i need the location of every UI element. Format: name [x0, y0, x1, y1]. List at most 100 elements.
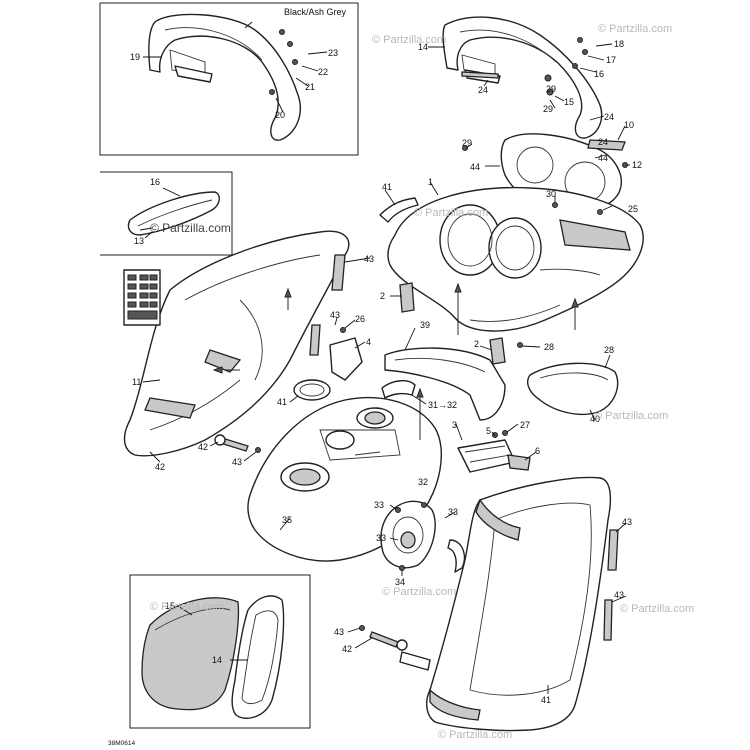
callout-41-b: 42	[342, 644, 352, 654]
part-41-bolt-b	[369, 631, 408, 651]
callout-38: 41	[277, 397, 287, 407]
part-41-bolt-a	[214, 434, 249, 452]
callout-15: 15	[564, 97, 574, 107]
callout-32: 33	[448, 507, 458, 517]
callout-37: 41	[382, 182, 392, 192]
part-33-screw-c	[399, 565, 405, 571]
callout-23: 23	[328, 48, 338, 58]
part-14-guard-rail	[442, 16, 603, 139]
callout-6: 6	[535, 446, 540, 456]
callout-41-a: 42	[198, 442, 208, 452]
callout-34: 35	[282, 515, 292, 525]
variant-label: Black/Ash Grey	[284, 7, 347, 17]
part-43-strip-a	[331, 254, 346, 291]
part-37-trim	[379, 197, 419, 223]
part-27-screw	[517, 342, 523, 348]
inset-frame-seat-cover	[100, 171, 233, 256]
callout-27-ref: 28	[604, 345, 614, 355]
callout-43-d: 43	[614, 590, 624, 600]
assembly-arrows	[139, 227, 579, 440]
callout-29-a: 29	[462, 138, 472, 148]
part-19-guard-rail	[148, 13, 301, 141]
callout-39: 41	[541, 695, 551, 705]
callout-10: 13	[134, 236, 144, 246]
part-29-screw-a	[462, 145, 468, 151]
callout-14: 14	[418, 42, 428, 52]
callout-2-a: 2	[380, 291, 385, 301]
watermark-3: © Partzilla.com	[414, 207, 488, 219]
inset-frame-black-ash-grey	[99, 2, 359, 156]
part-26-screw-a	[340, 327, 346, 333]
callout-7: 10	[624, 120, 634, 130]
callout-28: 29	[546, 84, 556, 94]
callout-25: 25	[628, 204, 638, 214]
figure-reference: 38M0614	[108, 740, 135, 747]
watermark-7: © Partzilla.com	[438, 729, 512, 741]
callout-44-a: 44	[598, 153, 608, 163]
callout-43-a: 43	[364, 254, 374, 264]
callout-35: 39	[420, 320, 430, 330]
part-11-panel	[231, 595, 285, 719]
watermark-6: © Partzilla.com	[150, 601, 224, 613]
part-29-screw-b	[552, 202, 558, 208]
callout-28-b: 29	[543, 104, 553, 114]
part-35-duct	[384, 347, 506, 421]
callout-33-a: 33	[374, 500, 384, 510]
part-42-nut-b	[359, 625, 365, 631]
watermark-1: © Partzilla.com	[372, 34, 446, 46]
decal-sheet	[123, 269, 161, 326]
callout-3: 3	[452, 420, 457, 430]
watermark-4: © Partzilla.com	[594, 410, 668, 422]
leader-lines	[142, 21, 630, 694]
callout-18: 18	[614, 39, 624, 49]
callout-42-b: 43	[334, 627, 344, 637]
callout-29-b: 30	[546, 189, 556, 199]
callout-20: 20	[275, 110, 285, 120]
callout-16: 16	[594, 69, 604, 79]
callout-9: 12	[632, 160, 642, 170]
callout-31-32: 32	[418, 477, 428, 487]
callout-12: 15	[165, 601, 175, 611]
callout-26-a: 26	[355, 314, 365, 324]
callout-30: 31→32	[428, 400, 457, 410]
callout-33-c: 34	[395, 577, 405, 587]
part-43-strip-d	[603, 599, 613, 641]
watermark-5: © Partzilla.com	[382, 586, 456, 598]
watermark-2: © Partzilla.com	[598, 23, 672, 35]
part-2-clip-b	[489, 337, 506, 365]
callout-21: 21	[305, 82, 315, 92]
watermark-main: © Partzilla.com	[150, 221, 231, 235]
part-43-strip-c	[607, 529, 619, 571]
callout-8: 11	[132, 377, 141, 387]
inset-frame-side-panels	[129, 574, 311, 729]
callout-5: 5	[486, 426, 491, 436]
part-25-screw	[597, 209, 603, 215]
callout-4: 4	[366, 337, 371, 347]
callout-27: 28	[544, 342, 554, 352]
callout-40: 42	[155, 462, 165, 472]
callout-22: 22	[318, 67, 328, 77]
callout-43-c: 43	[622, 517, 632, 527]
callout-2-b: 2	[474, 339, 479, 349]
part-36-cover	[527, 362, 619, 416]
part-33-screw-a	[395, 507, 401, 513]
callout-labels: 19 20 21 22 23 14 18 17 16 24 29 15 29 2…	[130, 39, 642, 705]
fasteners-top	[269, 29, 588, 96]
part-8-side-body	[123, 230, 350, 457]
callout-43-b: 43	[330, 310, 340, 320]
part-38-ring	[293, 379, 331, 401]
callout-24-a: 24	[478, 85, 488, 95]
part-2-clip-a	[399, 282, 415, 313]
part-39-side-panel	[399, 476, 612, 732]
callout-36: 40	[590, 414, 600, 424]
part-43-strip-b	[309, 324, 321, 356]
part-30-trim	[381, 380, 416, 399]
callout-11: 14	[212, 655, 222, 665]
part-33-screw-b	[421, 502, 427, 508]
part-32-hatch-assembly	[380, 500, 466, 573]
part-13-seat-cover	[127, 191, 220, 236]
callout-1: 1	[428, 177, 433, 187]
callout-13: 16	[150, 177, 160, 187]
callout-24-c: 24	[598, 137, 608, 147]
